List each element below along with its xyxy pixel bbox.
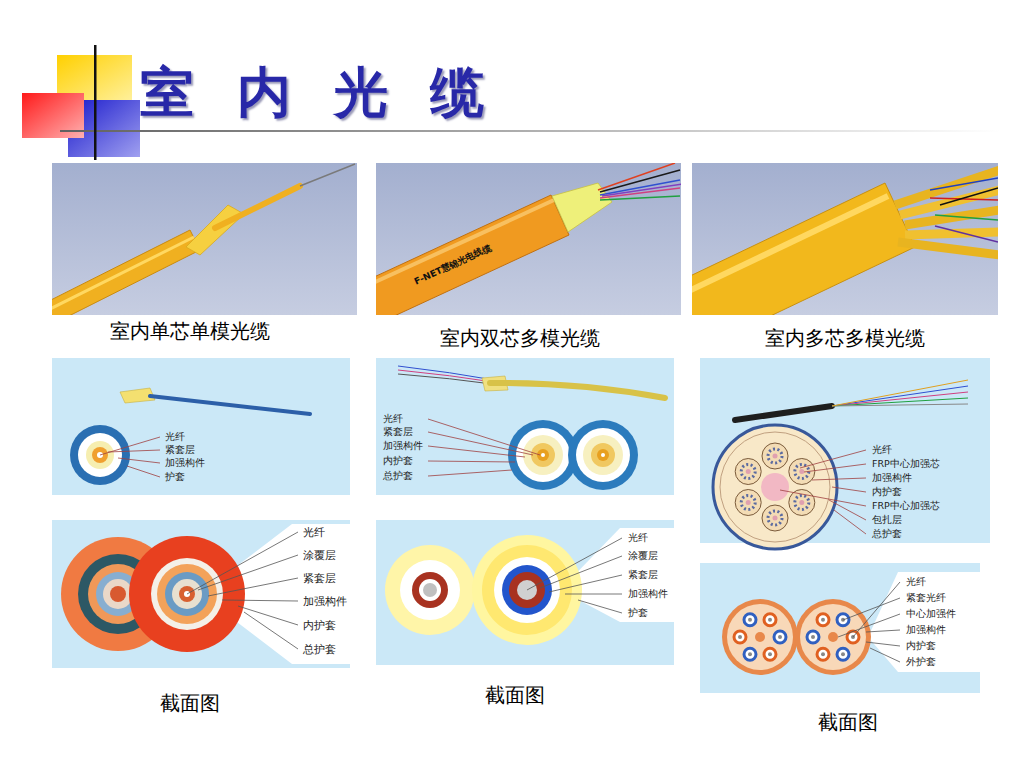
cable-panel: F-NET慧锦光电线缆室内双芯多模光缆 <box>376 163 681 315</box>
part-label: 加强构件 <box>906 624 946 636</box>
cable-photo <box>376 163 681 315</box>
figure-caption: 截面图 <box>485 683 545 707</box>
part-label: 紧套层 <box>383 426 413 438</box>
cross-section <box>700 563 980 693</box>
cable-panel: 光纤 FRP中心加强芯加强构件内护套 FRP中心加强芯包扎层总护套 <box>700 358 990 543</box>
cable-name: 室内双芯多模光缆 <box>440 326 600 350</box>
part-label: 紧套层 <box>165 444 195 456</box>
part-label: 涂覆层 <box>303 549 336 562</box>
part-label: 内护套 <box>906 640 936 652</box>
part-label: 外护套 <box>906 656 936 668</box>
slide-title: 室 内 光 缆 <box>140 60 496 125</box>
part-label: 加强构件 <box>872 472 912 483</box>
cable-panel: 室内单芯单模光缆 <box>52 163 357 315</box>
cross-section <box>52 520 350 668</box>
part-label: 涂覆层 <box>628 550 658 562</box>
part-label: 紧套层 <box>303 572 336 585</box>
part-label: 紧套光纤 <box>906 592 946 604</box>
part-label: 内护套 <box>383 455 413 467</box>
cable-panel: 室内多芯多模光缆 <box>692 163 998 315</box>
part-label: 加强构件 <box>303 595 347 608</box>
part-label: 总护套 <box>383 470 413 482</box>
cable-panel: 光纤紧套层加强构件护套 <box>52 358 350 495</box>
part-label: 内护套 <box>303 619 336 632</box>
part-label: 内护套 <box>872 486 902 497</box>
cross-section <box>52 358 350 495</box>
part-label: 光纤 <box>628 532 648 544</box>
cross-section <box>376 358 674 495</box>
part-label: 光纤 <box>872 444 892 455</box>
part-label: 总护套 <box>303 643 336 656</box>
part-label: 加强构件 <box>165 457 205 469</box>
part-label: 总护套 <box>872 528 902 539</box>
cable-panel: 光纤紧套光纤中心加强件加强构件内护套外护套截面图 <box>700 563 980 693</box>
title-decoration <box>22 45 1000 160</box>
part-label: 光纤 <box>165 431 185 443</box>
part-label: 加强构件 <box>628 588 668 600</box>
part-label: 中心加强件 <box>906 608 956 620</box>
part-label: FRP中心加强芯 <box>872 458 940 469</box>
cable-print: F-NET慧锦光电线缆 <box>413 242 493 287</box>
cable-name: 室内多芯多模光缆 <box>765 326 925 350</box>
part-label: 加强构件 <box>383 440 423 452</box>
part-label: 光纤 <box>906 576 926 588</box>
part-label: 紧套层 <box>628 569 658 581</box>
figure-caption: 截面图 <box>818 710 878 734</box>
part-label: 光纤 <box>303 526 325 539</box>
cable-panel: 光纤紧套层加强构件内护套总护套 <box>376 358 674 495</box>
cable-panel: 光纤涂覆层紧套层加强构件内护套总护套截面图 <box>52 520 350 668</box>
part-label: 护套 <box>165 471 185 483</box>
cross-section <box>700 358 990 549</box>
part-label: FRP中心加强芯 <box>872 500 940 511</box>
part-label: 光纤 <box>383 413 403 425</box>
part-label: 包扎层 <box>872 514 902 525</box>
figure-caption: 截面图 <box>160 691 220 715</box>
cable-photo <box>52 163 357 315</box>
cable-panel: 光纤涂覆层紧套层加强构件护套截面图 <box>376 520 674 665</box>
cable-photo <box>692 163 998 315</box>
part-label: 护套 <box>628 607 648 619</box>
cable-name: 室内单芯单模光缆 <box>110 319 270 343</box>
cross-section <box>376 520 674 665</box>
